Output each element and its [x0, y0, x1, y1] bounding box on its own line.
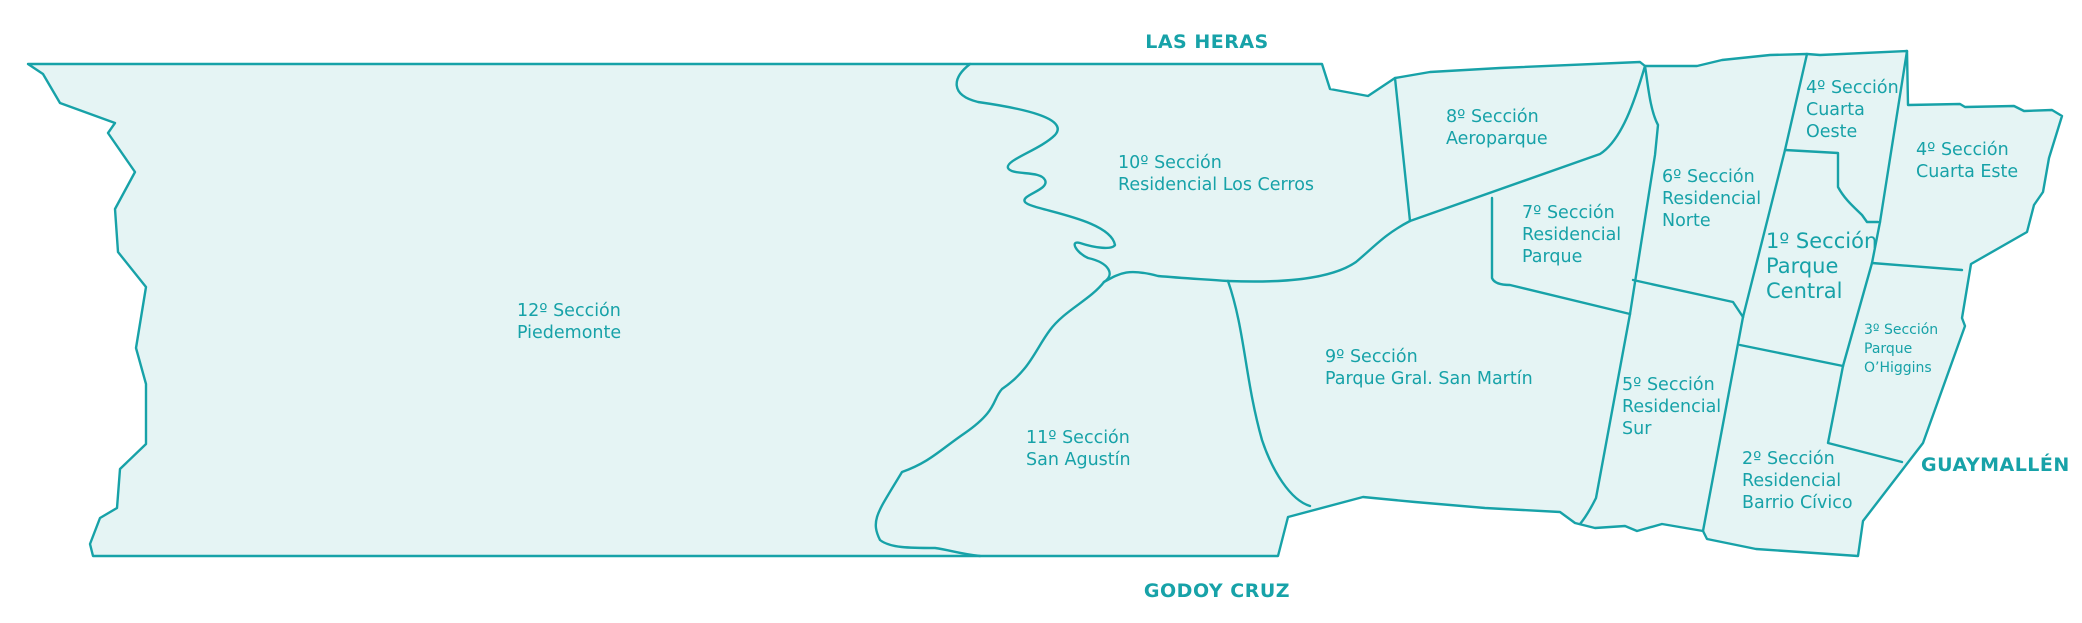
neighbor-east-label: GUAYMALLÉN — [1921, 453, 2070, 476]
section-label-8: 8º Sección Aeroparque — [1446, 107, 1548, 149]
section-label-2: 2º Sección Residencial Barrio Cívico — [1742, 449, 1853, 513]
boundary-3-2 — [1826, 364, 1904, 464]
city-outline — [26, 49, 2064, 558]
boundary-9-5 — [1578, 312, 1632, 526]
neighbor-north-label: LAS HERAS — [1145, 31, 1269, 53]
section-label-11: 11º Sección San Agustín — [1026, 428, 1135, 470]
section-label-3: 3º Sección Parque O’Higgins — [1864, 322, 1943, 376]
boundary-4o-1 — [1783, 148, 1880, 224]
boundary-12-10-river — [955, 62, 1117, 284]
neighbor-south-label: GODOY CRUZ — [1144, 580, 1290, 602]
section-label-4-este: 4º Sección Cuarta Este — [1916, 140, 2018, 182]
section-label-12: 12º Sección Piedemonte — [517, 301, 626, 343]
boundary-4e-3 — [1870, 261, 1964, 272]
boundary-10-8 — [1393, 76, 1412, 223]
boundary-4o-4e — [1878, 49, 1909, 224]
section-label-10: 10º Sección Residencial Los Cerros — [1118, 153, 1314, 195]
boundary-7-6 — [1628, 64, 1660, 316]
boundary-6-5 — [1631, 278, 1745, 319]
section-label-1: 1º Sección Parque Central — [1766, 229, 1884, 303]
boundary-12-11 — [874, 280, 1106, 558]
boundary-8-7 — [1408, 64, 1647, 223]
boundary-1-2 — [1738, 343, 1845, 368]
boundary-5-2 — [1701, 315, 1745, 533]
section-label-5: 5º Sección Residencial Sur — [1622, 375, 1727, 439]
section-label-9: 9º Sección Parque Gral. San Martín — [1325, 347, 1533, 389]
boundary-9-7 — [1490, 196, 1632, 316]
boundary-10-9 — [1226, 219, 1412, 283]
section-label-4-oeste: 4º Sección Cuarta Oeste — [1806, 78, 1904, 142]
boundary-10-11 — [1102, 270, 1230, 284]
boundary-11-9 — [1226, 279, 1312, 508]
section-label-7: 7º Sección Residencial Parque — [1522, 203, 1627, 267]
section-label-6: 6º Sección Residencial Norte — [1662, 167, 1767, 231]
